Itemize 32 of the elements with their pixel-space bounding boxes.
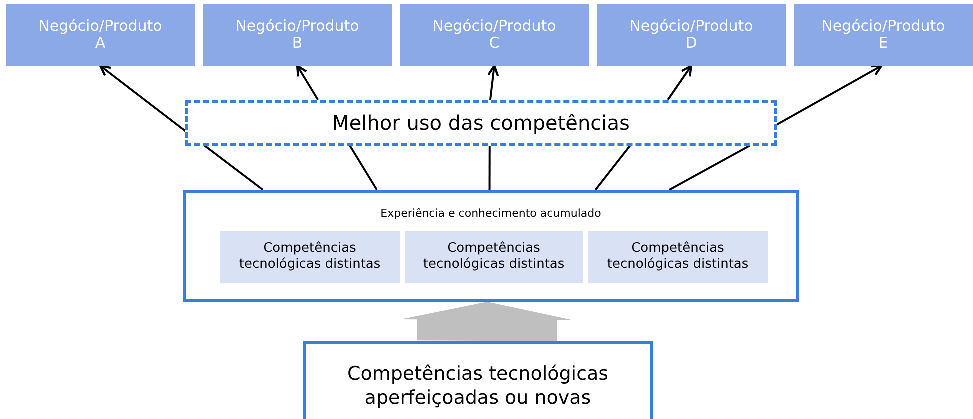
product-box [597, 4, 786, 66]
connector-line [594, 145, 631, 191]
competence-box [220, 231, 400, 283]
node-text: Negócio/Produto A [38, 18, 162, 52]
connector-line [488, 146, 491, 190]
competence-box [588, 231, 768, 283]
product-box [794, 4, 973, 66]
node-text: Negócio/Produto C [432, 18, 556, 52]
node-text: Melhor uso das competências [332, 111, 630, 135]
dashed-box [185, 100, 777, 146]
node-text: Negócio/Produto B [236, 18, 360, 52]
arrow [776, 64, 883, 126]
node-text: Competências tecnológicas aperfeiçoadas ou novas [346, 362, 610, 410]
connector-line [349, 145, 378, 191]
arrow [296, 64, 320, 101]
product-box [203, 4, 392, 66]
competence-box [405, 231, 583, 283]
heading-text: Experiência e conhecimento acumulado [380, 207, 602, 220]
arrow [488, 64, 500, 100]
arrow [99, 64, 186, 132]
block-arrow [401, 302, 574, 342]
node-text: Competências tecnológicas distintas [422, 241, 566, 273]
product-box [6, 4, 195, 66]
input-box [303, 341, 653, 419]
container-box [183, 190, 799, 302]
node-text: Competências tecnológicas distintas [606, 241, 750, 273]
node-text: Negócio/Produto E [822, 18, 946, 52]
product-box [400, 4, 589, 66]
node-text: Competências tecnológicas distintas [238, 241, 382, 273]
connector-line [669, 145, 750, 191]
node-text: Negócio/Produto D [630, 18, 754, 52]
arrow [667, 64, 693, 101]
